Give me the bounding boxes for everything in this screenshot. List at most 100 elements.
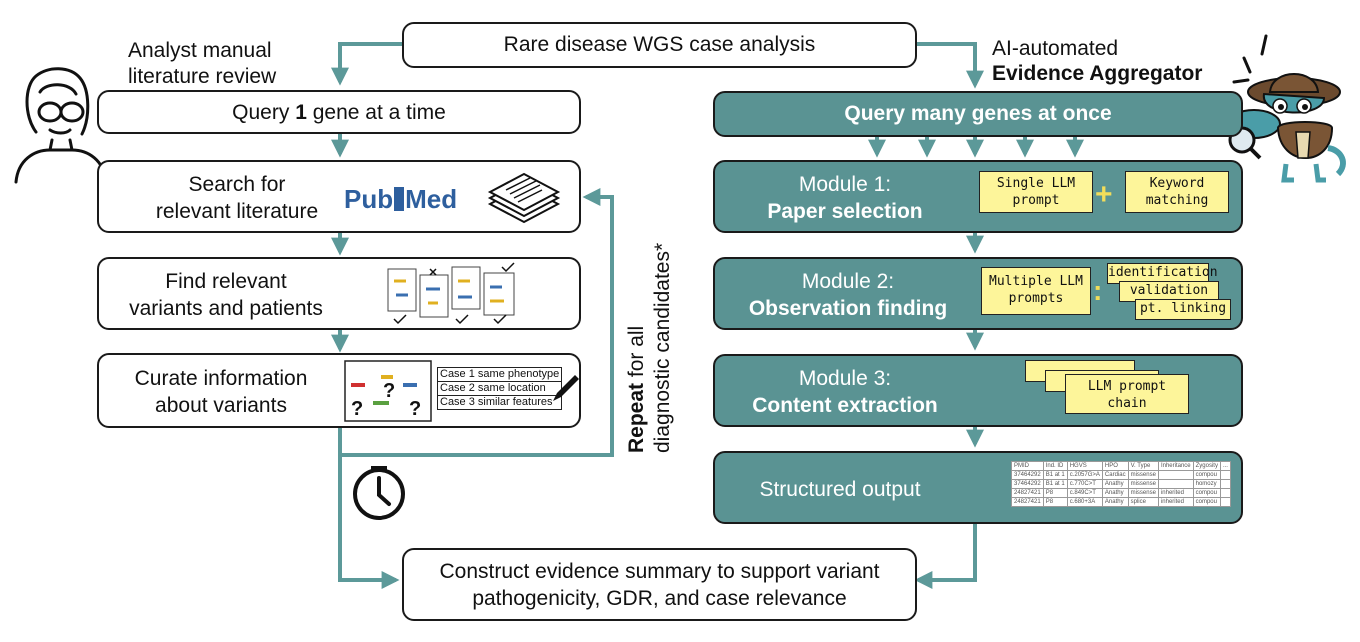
module1-name: Paper selection [767,200,923,223]
table-cell: compou [1192,488,1221,498]
plus-symbol: + [1095,178,1113,211]
repeat-bold: Repeat [625,382,648,453]
table-header-cell: Inheritance [1157,461,1194,471]
evidence-summary-line2: pathogenicity, GDR, and case relevance [472,587,847,610]
single-llm-prompt-note: Single LLM prompt [979,171,1093,213]
multiple-llm-prompts-note: Multiple LLM prompts [981,267,1091,315]
pubmed-logo-mark [394,187,405,211]
module1-box: Module 1: Paper selection Single LLM pro… [713,160,1243,233]
table-cell: 24827421 [1011,488,1044,498]
svg-text:?: ? [409,398,421,420]
query-one-gene-post: gene at a time [306,101,446,124]
pubmed-logo-med: Med [405,184,458,214]
table-cell: missense [1127,488,1159,498]
multiple-llm-prompts-line2: prompts [1008,291,1064,306]
module3-name: Content extraction [752,394,938,417]
query-one-gene-pre: Query [232,101,296,124]
structured-output-label: Structured output [759,478,921,501]
detective-gator-icon [1227,34,1346,183]
table-cell: 37464292 [1011,470,1044,480]
module1-title: Module 1: [798,173,892,196]
keyword-matching-line1: Keyword [1149,176,1205,191]
left-heading-line1: Analyst manual [128,39,272,62]
repeat-line1-rest: for all [625,325,648,383]
table-cell [1219,488,1231,498]
svg-text:?: ? [383,380,395,402]
prompt-chain-note: LLM prompt chain [1065,374,1189,414]
case-item: Case 1 same phenotype [437,367,563,382]
table-header-cell: HPO [1101,461,1129,471]
table-cell: homozy [1192,479,1221,489]
keyword-matching-line2: matching [1145,193,1209,208]
variant-diagram-icon: ? ? ? [344,360,432,422]
step-pt-linking: pt. linking [1135,299,1231,320]
table-header-cell: Zygosity [1192,461,1221,471]
single-llm-prompt-line2: prompt [1012,193,1060,208]
pen-icon [553,375,579,401]
module2-name: Observation finding [748,297,948,320]
find-line2: variants and patients [129,297,323,320]
table-cell: c.2057G>A [1066,470,1103,480]
table-cell: Anathy [1101,488,1129,498]
table-cell [1157,479,1194,489]
table-row: 37464292 B1 at 1 c.2057G>A Cardiac misse… [1011,470,1231,480]
colon-symbol: : [1093,275,1103,306]
structured-output-box: Structured output PMID Ind. ID HGVS HPO … [713,451,1243,524]
table-cell: inherited [1157,488,1194,498]
table-row: 24827421 P8 c.680+3A Anathy splice inher… [1011,497,1231,507]
svg-text:?: ? [351,398,363,420]
table-cell: B1 at 1 [1042,479,1068,489]
table-header-row: PMID Ind. ID HGVS HPO V. Type Inheritanc… [1011,461,1231,471]
table-cell: Anathy [1101,497,1129,507]
table-cell: B1 at 1 [1042,470,1068,480]
curate-info-box: Curate information about variants ? ? ? … [97,353,581,428]
case-list: Case 1 same phenotype Case 2 same locati… [437,367,563,410]
table-cell [1219,470,1231,480]
module3-box: Module 3: Content extraction LLM prompt … [713,354,1243,427]
annotated-papers-icon [387,262,515,325]
table-cell: 24827421 [1011,497,1044,507]
table-cell: P8 [1042,488,1068,498]
left-heading-line2: literature review [128,65,277,88]
prompt-chain-line1: LLM prompt [1087,379,1167,394]
table-cell: missense [1127,479,1159,489]
single-llm-prompt-line1: Single LLM [996,176,1076,191]
table-row: 24827421 P8 c.849C>T Anathy missense inh… [1011,488,1231,498]
clock-icon [353,466,405,520]
table-header-cell: PMID [1011,461,1044,471]
papers-stack-icon [487,172,561,224]
step-validation: validation [1119,281,1219,302]
table-header-cell: HGVS [1066,461,1103,471]
evidence-summary-line1: Construct evidence summary to support va… [439,560,880,583]
table-cell [1157,470,1194,480]
case-item: Case 2 same location [437,382,563,396]
repeat-label: Repeat for all diagnostic candidates* [624,243,676,453]
table-cell [1219,497,1231,507]
case-item: Case 3 similar features [437,396,563,410]
table-cell: c.849C>T [1066,488,1103,498]
table-header-cell: ... [1219,461,1231,471]
table-row: 37464292 B1 at 1 c.770C>T Anathy missens… [1011,479,1231,489]
query-one-gene-box: Query 1 gene at a time [97,90,581,134]
right-heading-line2: Evidence Aggregator [992,62,1203,85]
table-header-cell: Ind. ID [1042,461,1068,471]
prompt-chain-line2: chain [1107,396,1147,411]
table-cell: missense [1127,470,1159,480]
find-variants-box: Find relevant variants and patients [97,257,581,330]
table-cell: compou [1192,497,1221,507]
table-cell: compou [1192,470,1221,480]
table-cell: splice [1127,497,1159,507]
keyword-matching-note: Keyword matching [1125,171,1229,213]
multiple-llm-prompts-line1: Multiple LLM [989,274,1083,289]
structured-output-table: PMID Ind. ID HGVS HPO V. Type Inheritanc… [1011,461,1231,507]
find-line1: Find relevant [165,270,287,293]
module2-box: Module 2: Observation finding Multiple L… [713,257,1243,330]
curate-line2: about variants [155,394,287,417]
search-line2: relevant literature [155,200,319,223]
evidence-summary-box: Construct evidence summary to support va… [402,548,917,621]
table-cell [1219,479,1231,489]
table-cell: c.680+3A [1066,497,1103,507]
table-header-cell: V. Type [1127,461,1159,471]
